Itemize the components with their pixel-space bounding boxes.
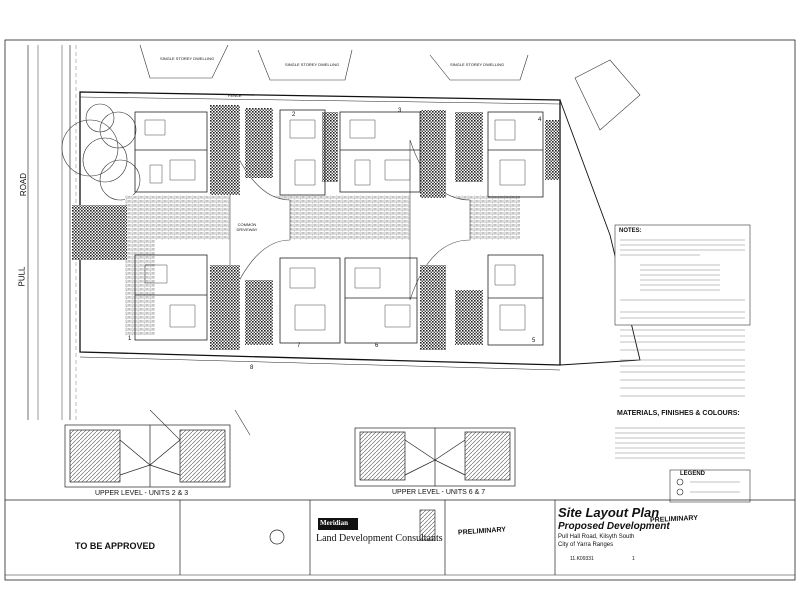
road-label-road: ROAD (19, 172, 29, 197)
title-block (5, 499, 795, 575)
floor-plan-details (144, 119, 526, 331)
neighbour-outlines (139, 44, 641, 441)
unit-number-7: 7 (297, 343, 301, 349)
materials-heading: MATERIALS, FINISHES & COLOURS: (617, 410, 740, 417)
upper-level-plan-b (354, 427, 516, 487)
drawing-subtitle: Proposed Development (558, 521, 670, 532)
upper-level-label-b: UPPER LEVEL - UNITS 6 & 7 (392, 489, 486, 496)
legend-box (669, 469, 751, 503)
drawing-address-1: Pull Hall Road, Kilsyth South (558, 534, 635, 540)
notes-heading: NOTES: (619, 228, 642, 234)
unit-outlines (134, 109, 544, 346)
upper-level-plan-a (64, 424, 231, 488)
drawing-address-2: City of Yarra Ranges (558, 542, 614, 548)
unit-number-8: 8 (250, 365, 254, 371)
materials-table (615, 427, 745, 459)
unit-number-2: 2 (292, 112, 296, 118)
unit-number-3: 3 (398, 108, 402, 114)
drawing-title: Site Layout Plan (558, 505, 660, 520)
approval-label: TO BE APPROVED (75, 541, 156, 551)
legend-heading: LEGEND (680, 471, 706, 477)
neighbour-label-1: SINGLE STOREY DWELLING (160, 56, 215, 61)
road-label-pull: PULL (17, 266, 27, 287)
upper-level-label-a: UPPER LEVEL - UNITS 2 & 3 (95, 490, 189, 497)
unit-number-5: 5 (532, 338, 536, 344)
tree-canopies (61, 103, 141, 201)
notes-panel (614, 224, 751, 397)
firm-logo-text: Meridian (320, 519, 348, 527)
unit-number-4: 4 (538, 117, 542, 123)
preliminary-stamp-1: PRELIMINARY (457, 526, 507, 537)
firm-logo (318, 518, 358, 530)
neighbour-label-3: SINGLE STOREY DWELLING (450, 62, 505, 67)
fence-label: FENCE (228, 93, 242, 98)
unit-number-6: 6 (375, 343, 379, 349)
firm-name: Land Development Consultants (316, 533, 443, 544)
drawing-frame (4, 39, 796, 581)
road-reserve (27, 45, 77, 420)
landscape-hatching (72, 105, 559, 350)
sheet-number: 1 (632, 556, 635, 562)
unit-number-1: 1 (128, 336, 132, 342)
neighbour-label-2: SINGLE STOREY DWELLING (285, 62, 340, 67)
job-number: 11.K09331 (570, 556, 594, 562)
driveway-label: COMMON DRIVEWAY (236, 222, 258, 232)
fence-lines (79, 96, 561, 371)
